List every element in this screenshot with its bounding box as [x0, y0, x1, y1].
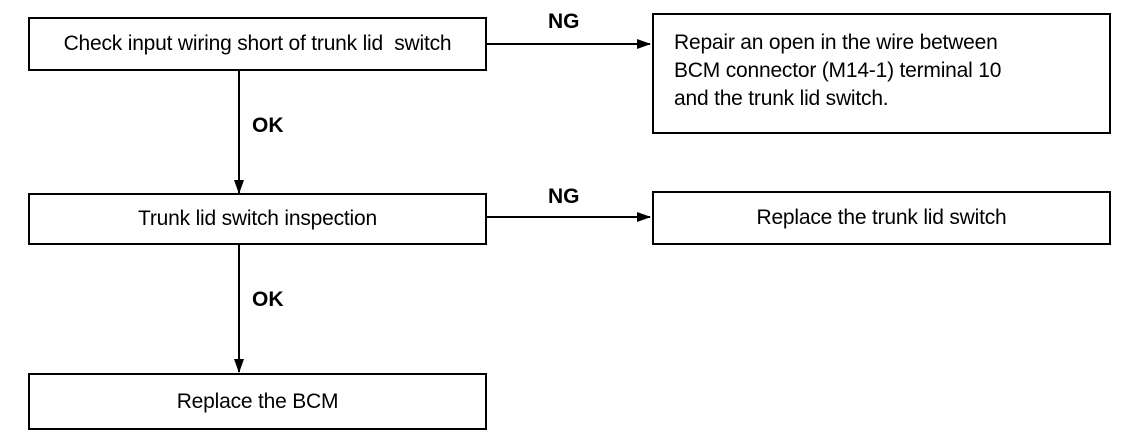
step1-ng-result-box: Repair an open in the wire between BCM c… — [652, 13, 1111, 134]
step1-ng-result-line-2: BCM connector (M14-1) terminal 10 — [674, 59, 1002, 82]
step2-ng-result-box: Replace the trunk lid switch — [652, 191, 1111, 245]
step1-text: Check input wiring short of trunk lid sw… — [63, 32, 452, 55]
step1-ng-label: NG — [548, 10, 580, 33]
step2-ng-label: NG — [548, 185, 580, 208]
step2-ng-result-text: Replace the trunk lid switch — [756, 206, 1007, 229]
step1-ok-label: OK — [252, 114, 284, 137]
step1-ng-result-line-1: Repair an open in the wire between — [674, 31, 998, 54]
step3-text: Replace the BCM — [176, 389, 339, 413]
step1-box: Check input wiring short of trunk lid sw… — [28, 17, 487, 71]
step3-box: Replace the BCM — [28, 373, 487, 430]
step2-ok-label: OK — [252, 288, 284, 311]
step2-text: Trunk lid switch inspection — [138, 207, 377, 230]
step1-ng-result-line-3: and the trunk lid switch. — [674, 87, 889, 110]
step2-box: Trunk lid switch inspection — [28, 193, 487, 245]
